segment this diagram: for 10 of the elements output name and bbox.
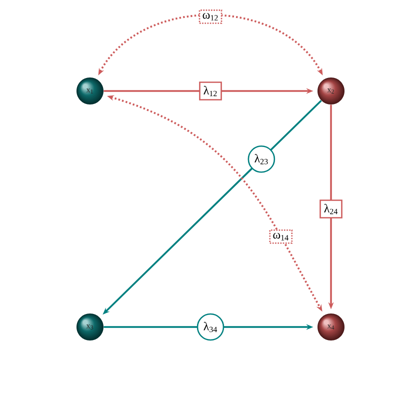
sphere-node: x$_{1}$ [76, 78, 104, 104]
sphere-node: x$_{4}$ [318, 314, 344, 340]
edge-label: ω$_{12}$ [198, 10, 222, 24]
edge-label: λ$_{23}$ [248, 145, 276, 173]
edge-label: λ$_{34}$ [196, 313, 224, 341]
edge-label: λ$_{12}$ [199, 82, 222, 100]
sphere-node: x$_{2}$ [318, 78, 344, 104]
sphere-node: x$_{3}$ [76, 314, 104, 340]
edge-label: λ$_{24}$ [320, 200, 342, 218]
edge-label: ω$_{14}$ [269, 229, 293, 244]
